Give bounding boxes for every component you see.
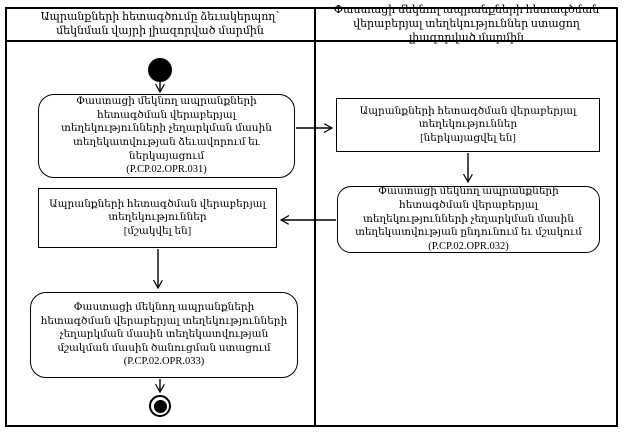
final-node-core	[153, 399, 167, 413]
activity-opr032-text: Փաստացի մեկնող ապրանքների հետագծման վերա…	[355, 186, 582, 239]
activity-opr033-code: (P.CP.02.OPR.033)	[123, 356, 205, 368]
object-info-submitted-state: [ներկայացվել են]	[420, 132, 516, 144]
activity-opr033-text: Փաստացի մեկնող ապրանքների հետագծման վերա…	[40, 301, 288, 354]
object-info-submitted-text: Ապրանքների հետագծման վերաբերյալ տեղեկութ…	[359, 105, 577, 131]
object-info-submitted: Ապրանքների հետագծման վերաբերյալ տեղեկութ…	[336, 98, 600, 152]
activity-opr032: Փաստացի մեկնող ապրանքների հետագծման վերա…	[337, 186, 600, 253]
activity-opr033: Փաստացի մեկնող ապրանքների հետագծման վերա…	[30, 292, 298, 378]
lane-header-receiving-authority: Փաստացի մեկնող ապրանքների հետագծման վերա…	[333, 3, 600, 45]
initial-node-icon	[148, 58, 172, 82]
object-info-processed: Ապրանքների հետագծման վերաբերյալ տեղեկութ…	[38, 188, 277, 248]
activity-opr031: Փաստացի մեկնող ապրանքների հետագծման վերա…	[38, 94, 295, 178]
activity-opr031-text: Փաստացի մեկնող ապրանքների հետագծման վերա…	[61, 96, 272, 162]
swimlane-divider	[314, 7, 316, 427]
object-info-processed-state: [մշակվել են]	[123, 225, 192, 237]
lane-header-departure-authority: Ապրանքների հետագծումը ձեւակերպող՝ մեկնմա…	[40, 10, 280, 37]
object-info-processed-text: Ապրանքների հետագծման վերաբերյալ տեղեկութ…	[49, 198, 266, 224]
lane-header-bottom-border	[5, 40, 618, 42]
diagram-outer-frame	[5, 7, 618, 427]
activity-opr032-code: (P.CP.02.OPR.032)	[428, 240, 509, 252]
activity-opr031-code: (P.CP.02.OPR.031)	[126, 164, 207, 176]
final-node-icon	[149, 395, 171, 417]
